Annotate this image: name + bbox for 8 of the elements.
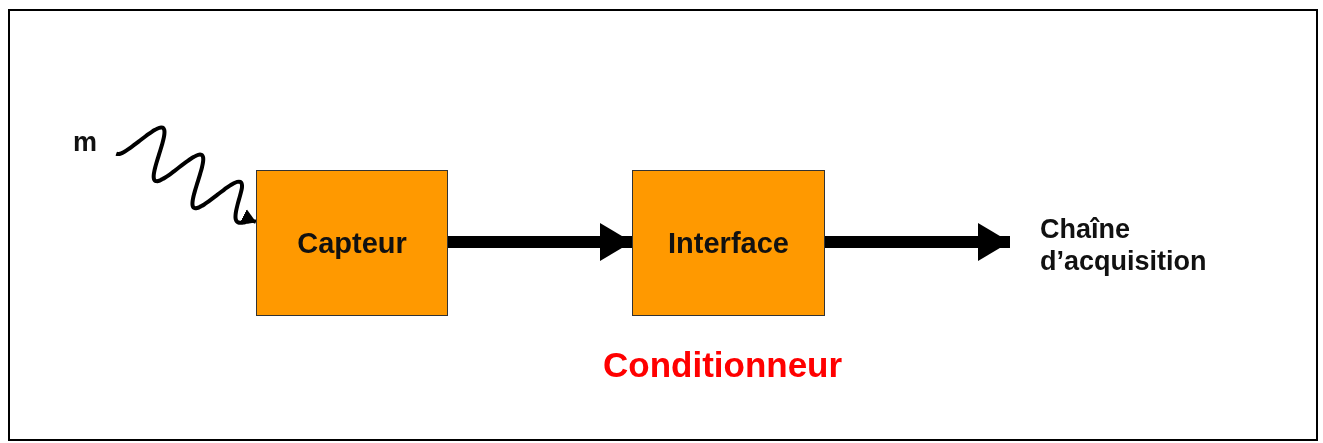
caption: Conditionneur [603,345,843,385]
arrow [448,223,632,261]
arrow [825,223,1010,261]
process-box: Capteur [256,170,448,316]
output-label: Chaîne d’acquisition [1040,200,1270,290]
input-label: m [64,124,106,160]
arrow [114,125,258,225]
process-box: Interface [632,170,825,316]
